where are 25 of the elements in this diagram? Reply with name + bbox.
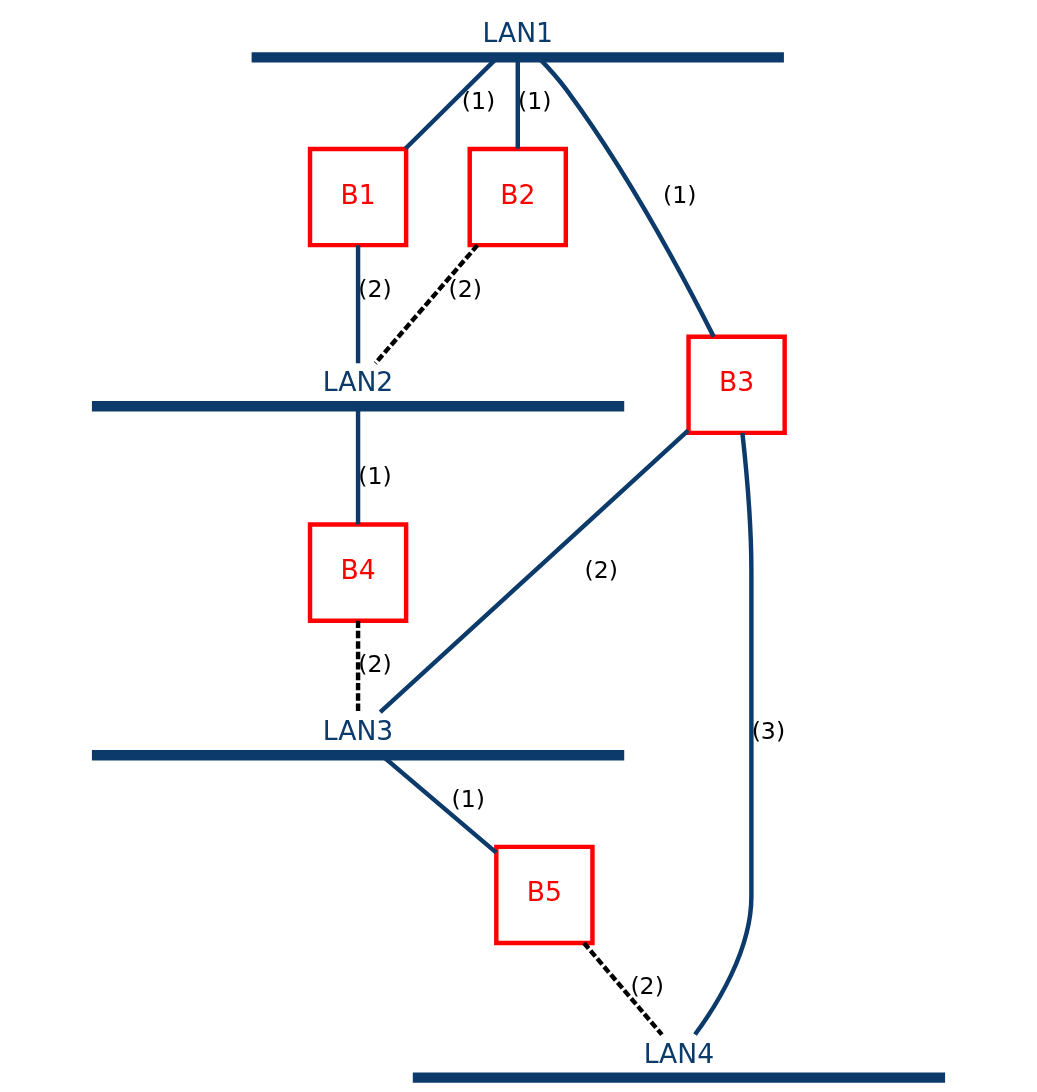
edge-label: (2) <box>358 650 392 679</box>
node-text: LAN4 <box>643 1037 715 1069</box>
node-text: LAN1 <box>482 17 553 49</box>
connector <box>373 243 480 365</box>
edge-label: (2) <box>448 274 483 303</box>
edge-label: (2) <box>358 274 392 303</box>
node-box: B3 <box>686 334 787 436</box>
edge-label: (1) <box>461 86 496 115</box>
edge-label: (1) <box>451 784 485 813</box>
connector <box>378 428 690 714</box>
node-text: LAN2 <box>322 366 394 398</box>
connector <box>693 432 754 1036</box>
node-box: B4 <box>307 522 409 623</box>
node-box: B1 <box>307 146 409 248</box>
node-text: LAN3 <box>322 715 394 747</box>
edge-label: (1) <box>662 180 697 209</box>
node-box: B2 <box>467 146 569 248</box>
connector <box>582 941 664 1037</box>
edge-label: (1) <box>518 86 552 115</box>
edge-label: (1) <box>358 462 392 491</box>
edge-label: (2) <box>630 972 664 1001</box>
connector <box>355 245 361 364</box>
connector <box>355 620 361 713</box>
node-box: B5 <box>494 844 595 946</box>
edge-label: (2) <box>584 556 619 585</box>
